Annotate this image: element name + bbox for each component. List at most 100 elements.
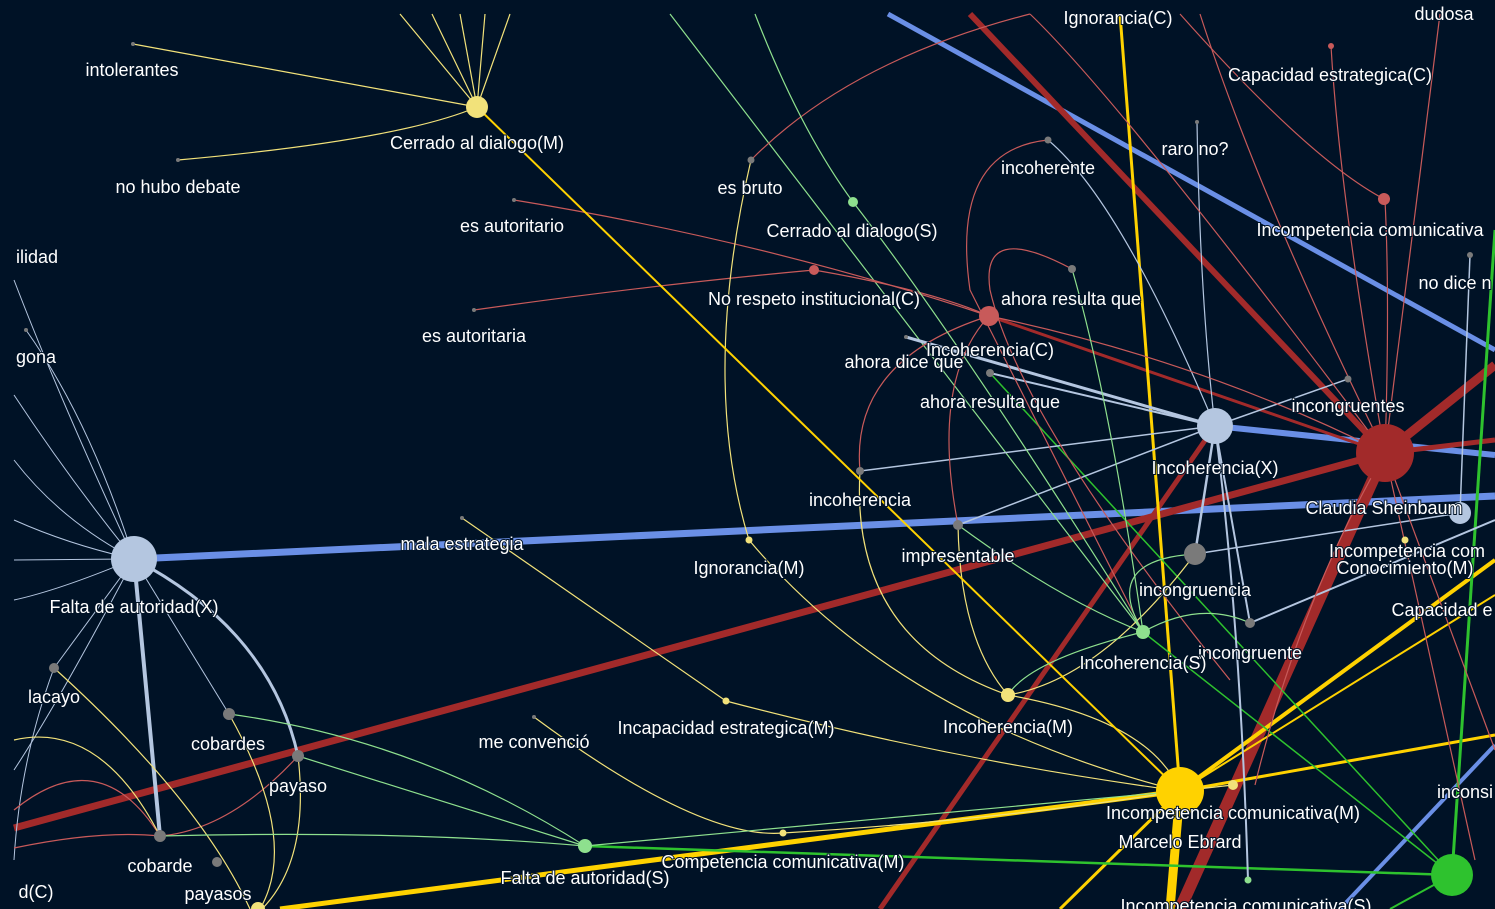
label-payasos: payasos (184, 884, 251, 904)
label-incompetencia-comunicativa-m: Incompetencia comunicativa(M) (1106, 803, 1360, 823)
node-cerrado-al-dialogo-s[interactable] (848, 197, 858, 207)
edge-blue (1338, 743, 1495, 909)
label-conocimiento-m: Conocimiento(M) (1336, 558, 1473, 578)
label-payaso: payaso (269, 776, 327, 796)
node-intolerantes[interactable] (131, 42, 135, 46)
node-payasos[interactable] (212, 857, 222, 867)
edge-lavender (905, 335, 1216, 428)
edge-lavender (1214, 425, 1251, 624)
label-incoherencia-x: Incoherencia(X) (1151, 458, 1278, 478)
label-es-bruto: es bruto (717, 178, 782, 198)
edge-lavender (989, 372, 1216, 427)
node-incoherencia[interactable] (856, 467, 864, 475)
node-es-autoritaria[interactable] (472, 308, 476, 312)
label-no-hubo-debate: no hubo debate (115, 177, 240, 197)
label-cerrado-al-dialogo-m: Cerrado al dialogo(M) (390, 133, 564, 153)
label-marcelo-ebrard: Marcelo Ebrard (1118, 832, 1241, 852)
node-cobarde[interactable] (154, 830, 166, 842)
edge-green (1450, 229, 1495, 876)
node-me-convencio[interactable] (532, 715, 536, 719)
node-mala-estrategia[interactable] (460, 516, 464, 520)
node-ignorancia-m[interactable] (745, 536, 753, 544)
label-mala-estrategia: mala estrategia (400, 534, 524, 554)
node-ahora-dice-que[interactable] (904, 335, 908, 339)
node-lacayo[interactable] (49, 663, 59, 673)
label-me-convencio: me convenció (478, 732, 589, 752)
edge-lavender (13, 667, 55, 861)
label-no-dice-n: no dice n (1418, 273, 1491, 293)
edge-blue (1214, 423, 1495, 458)
edge-green (669, 13, 1144, 633)
node-no-hubo-debate[interactable] (176, 158, 180, 162)
node-incongruencia[interactable] (1184, 543, 1206, 565)
node-incoherencia-s[interactable] (1136, 625, 1150, 639)
node-incoherencia-x[interactable] (1197, 408, 1233, 444)
node-incongruentes[interactable] (1344, 375, 1352, 383)
node-claudia-sheinbaum[interactable] (1356, 424, 1414, 482)
node-es-bruto[interactable] (747, 156, 755, 164)
node-capacidad-estrategica-c[interactable] (1328, 43, 1334, 49)
edge-lavender (1194, 512, 1461, 555)
label-falta-de-autoridad-x: Falta de autoridad(X) (49, 597, 218, 617)
label-incompetencia-comunicativa-s: Incompetencia comunicativa(S) (1120, 896, 1371, 909)
edge-green (1142, 631, 1453, 876)
label-ahora-dice-que: ahora dice que (844, 352, 963, 372)
node-incoherencia-m[interactable] (1001, 688, 1015, 702)
node-incongruente[interactable] (1245, 618, 1255, 628)
label-incoherencia-c: Incoherencia(C) (926, 340, 1054, 360)
label-lacayo: lacayo (28, 687, 80, 707)
label-competencia-comunicativa-m: Competencia comunicativa(M) (661, 852, 904, 872)
node-incapacidad-estrategica-m[interactable] (722, 697, 730, 705)
node-falta-de-autoridad-x[interactable] (111, 536, 157, 582)
label-incoherencia-s: Incoherencia(S) (1079, 653, 1206, 673)
edge-lavender (1214, 378, 1349, 427)
node-ahora-resulta-que[interactable] (986, 369, 994, 377)
label-no-respeto-institucional-c: No respeto institucional(C) (708, 289, 920, 309)
node-no-dice-n[interactable] (1467, 252, 1473, 258)
node-impresentables[interactable] (1068, 265, 1076, 273)
node-raro-no[interactable] (1195, 120, 1199, 124)
node-competencia-comunicativa-m[interactable] (779, 829, 787, 837)
label-incapacidad-estrategica-m: Incapacidad estrategica(M) (617, 718, 834, 738)
nodes-layer (24, 42, 1473, 909)
edge-lavender (1196, 121, 1216, 427)
node-falta-de-autoridad-s[interactable] (578, 839, 592, 853)
node-payasos-yellow[interactable] (251, 902, 265, 909)
node-incompetencia-comunicativa-s[interactable] (1244, 876, 1252, 884)
label-cerrado-al-dialogo-s: Cerrado al dialogo(S) (766, 221, 937, 241)
node-es-autoritario[interactable] (512, 198, 516, 202)
node-marcelo-ebrard[interactable] (1156, 767, 1204, 815)
label-impresentable: impresentable (901, 546, 1014, 566)
node-gona[interactable] (24, 328, 28, 332)
node-incoherente[interactable] (1044, 136, 1052, 144)
node-claudia-sheinbaum-blue[interactable] (1449, 502, 1471, 524)
edge-red (988, 314, 1386, 455)
edge-lavender (957, 425, 1216, 526)
label-incongruentes: incongruentes (1291, 396, 1404, 416)
edge-yellow (1178, 558, 1495, 793)
node-conocimiento-m[interactable] (1401, 536, 1409, 544)
edge-yellow (1058, 789, 1182, 909)
label-gona: gona (16, 347, 57, 367)
edge-lavender (1249, 519, 1495, 624)
marcelo-thin-edges (13, 13, 1234, 909)
label-ilidad: ilidad (16, 247, 58, 267)
node-green-hub[interactable] (1431, 854, 1473, 896)
node-no-respeto-institucional-c[interactable] (809, 265, 819, 275)
node-cerrado-al-dialogo-m[interactable] (466, 96, 488, 118)
label-claudia-sheinbaum: Claudia Sheinbaum (1305, 498, 1462, 518)
node-incompetencia-comunicativa-c[interactable] (1378, 193, 1390, 205)
node-payaso[interactable] (292, 750, 304, 762)
node-incompetencia-comunicativa-m[interactable] (1228, 780, 1238, 790)
label-incompetencia-comunicativa-c: Incompetencia comunicativa (1256, 220, 1484, 240)
edge-yellow (1118, 13, 1182, 792)
label-raro-no: raro no? (1161, 139, 1228, 159)
labels-layer: Ignorancia(C) dudosa intolerantes Capaci… (15, 3, 1494, 909)
edge-yellow (476, 106, 1181, 792)
node-incoherencia-c[interactable] (979, 306, 999, 326)
node-cobardes[interactable] (223, 708, 235, 720)
edge-lavender (1459, 254, 1471, 514)
node-impresentable[interactable] (953, 520, 963, 530)
label-incompetencia-com: Incompetencia com (1329, 541, 1485, 561)
